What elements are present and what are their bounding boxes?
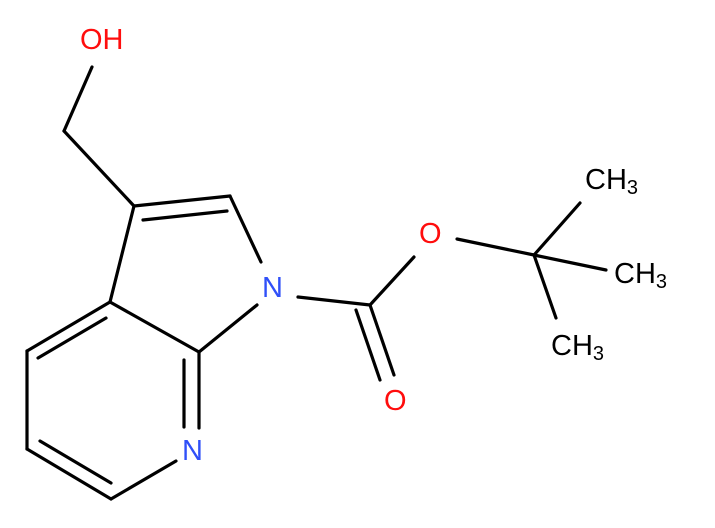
bond-c3a-c4 (25, 300, 112, 353)
atom-o-carbonyl-label: O (384, 385, 407, 417)
bond-carbonyl-ocarbonyl-double (354, 308, 382, 382)
bond-n1-c7a (197, 303, 259, 354)
atom-ch3-bot-label: CH3 (551, 330, 604, 365)
bond-c2-n1 (228, 194, 263, 264)
ch3-top-sub: 3 (627, 177, 638, 199)
bond-c5-c6 (25, 447, 113, 501)
atom-n-pyrrole-label: N (262, 272, 283, 304)
bond-c3a-c3 (108, 204, 136, 304)
ch3-bot-sub: 3 (593, 343, 604, 365)
bond-oh-ch2 (62, 65, 94, 133)
bond-oether-cq (455, 237, 536, 257)
ch3-mid-main: CH (614, 258, 656, 290)
bond-ch2-c3 (62, 129, 136, 208)
bond-n1-carbonyl (296, 295, 372, 307)
bond-cq-ch3bot (532, 253, 558, 320)
bond-c3a-c4-double (36, 316, 108, 360)
ch3-mid-sub: 3 (656, 271, 667, 293)
atom-ch3-top-label: CH3 (585, 164, 638, 199)
bond-carbonyl-ocarbonyl (368, 303, 396, 377)
bond-c5-c6-double (38, 439, 113, 485)
bond-cq-ch3mid (532, 253, 608, 272)
bond-c6-n7 (109, 459, 178, 501)
atom-labels: OH N N O O CH3 CH3 CH3 (80, 24, 667, 467)
atom-n-pyridine-label: N (182, 435, 203, 467)
ch3-bot-main: CH (551, 330, 593, 362)
ch3-top-main: CH (585, 164, 627, 196)
bond-carbonyl-oether (368, 255, 416, 307)
bonds (25, 65, 608, 501)
bond-cq-ch3top (532, 201, 582, 257)
bond-c3-c2-double (141, 209, 229, 222)
bond-c7a-c3a (108, 300, 201, 354)
bond-c3-c2 (132, 194, 232, 208)
atom-ch3-mid-label: CH3 (614, 258, 667, 293)
atom-o-ether-label: O (419, 218, 442, 250)
atom-oh-label: OH (80, 24, 124, 56)
